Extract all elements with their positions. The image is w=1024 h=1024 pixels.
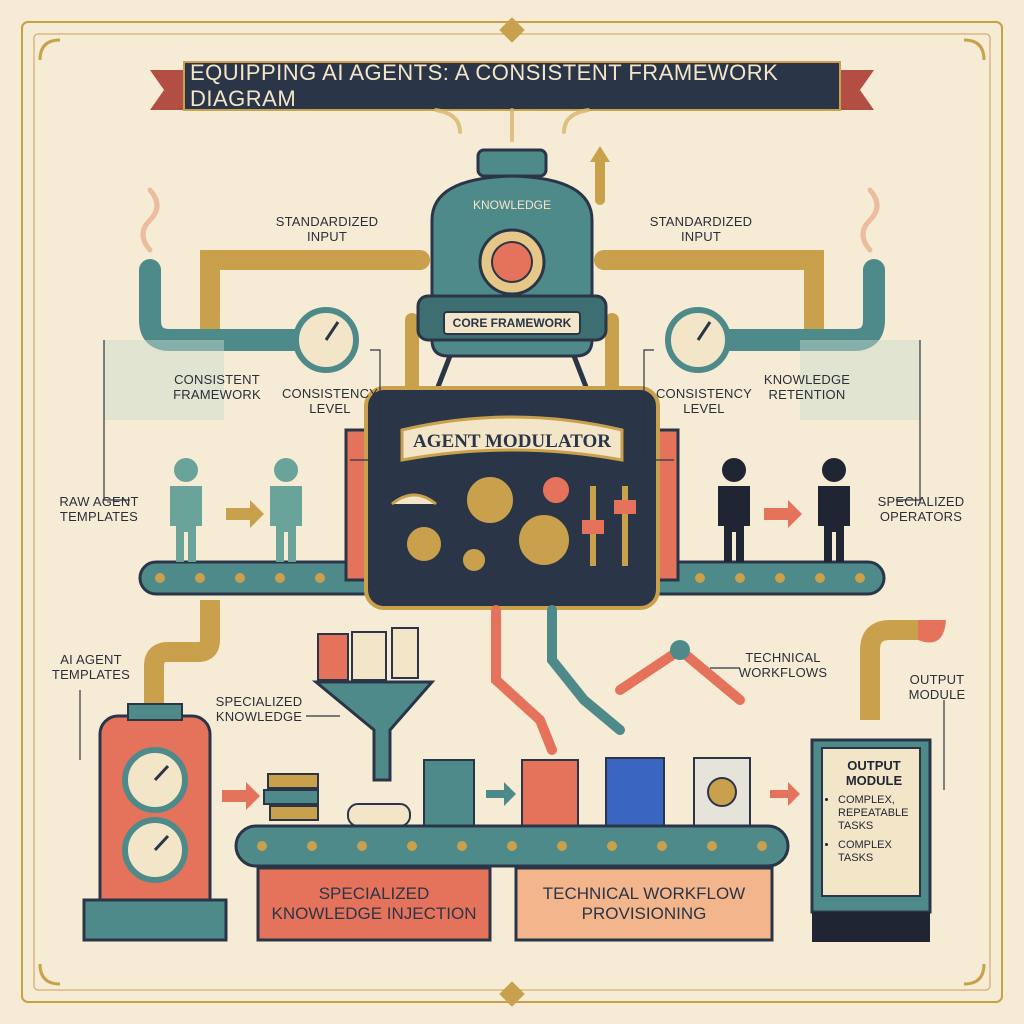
callout-lines: [79, 340, 945, 790]
input-pipes: [139, 155, 885, 397]
core-top-label: KNOWLEDGE: [472, 198, 551, 212]
ornate-border: [21, 17, 1003, 1007]
output-task-list: COMPLEX, REPEATABLE TASKS COMPLEX TASKS: [828, 794, 920, 865]
specialized-operator-figures: [718, 458, 850, 562]
raw-agent-figures: [170, 458, 302, 562]
output-task-item: COMPLEX TASKS: [838, 839, 920, 865]
agent-modulator-title: AGENT MODULATOR: [413, 431, 611, 452]
flow-arrows: [222, 500, 802, 810]
knowledge-funnel: [311, 627, 436, 782]
template-boiler: [82, 600, 228, 942]
steam-puffs: [140, 108, 880, 253]
robot-arms: [491, 605, 745, 755]
core-bottom-label: CORE FRAMEWORK: [452, 316, 572, 330]
gauges: [293, 307, 731, 373]
exhaust-arrow-icon: [590, 146, 610, 162]
output-module-machine: [810, 620, 946, 942]
lower-conveyor: [234, 824, 790, 942]
output-task-item: COMPLEX, REPEATABLE TASKS: [838, 794, 920, 833]
agent-modulator-housing: [344, 386, 680, 610]
diagram-title: EQUIPPING AI AGENTS: A CONSISTENT FRAMEW…: [190, 60, 779, 111]
core-framework-tank: [416, 148, 608, 393]
right-haze: [800, 340, 920, 420]
left-haze: [104, 340, 224, 420]
